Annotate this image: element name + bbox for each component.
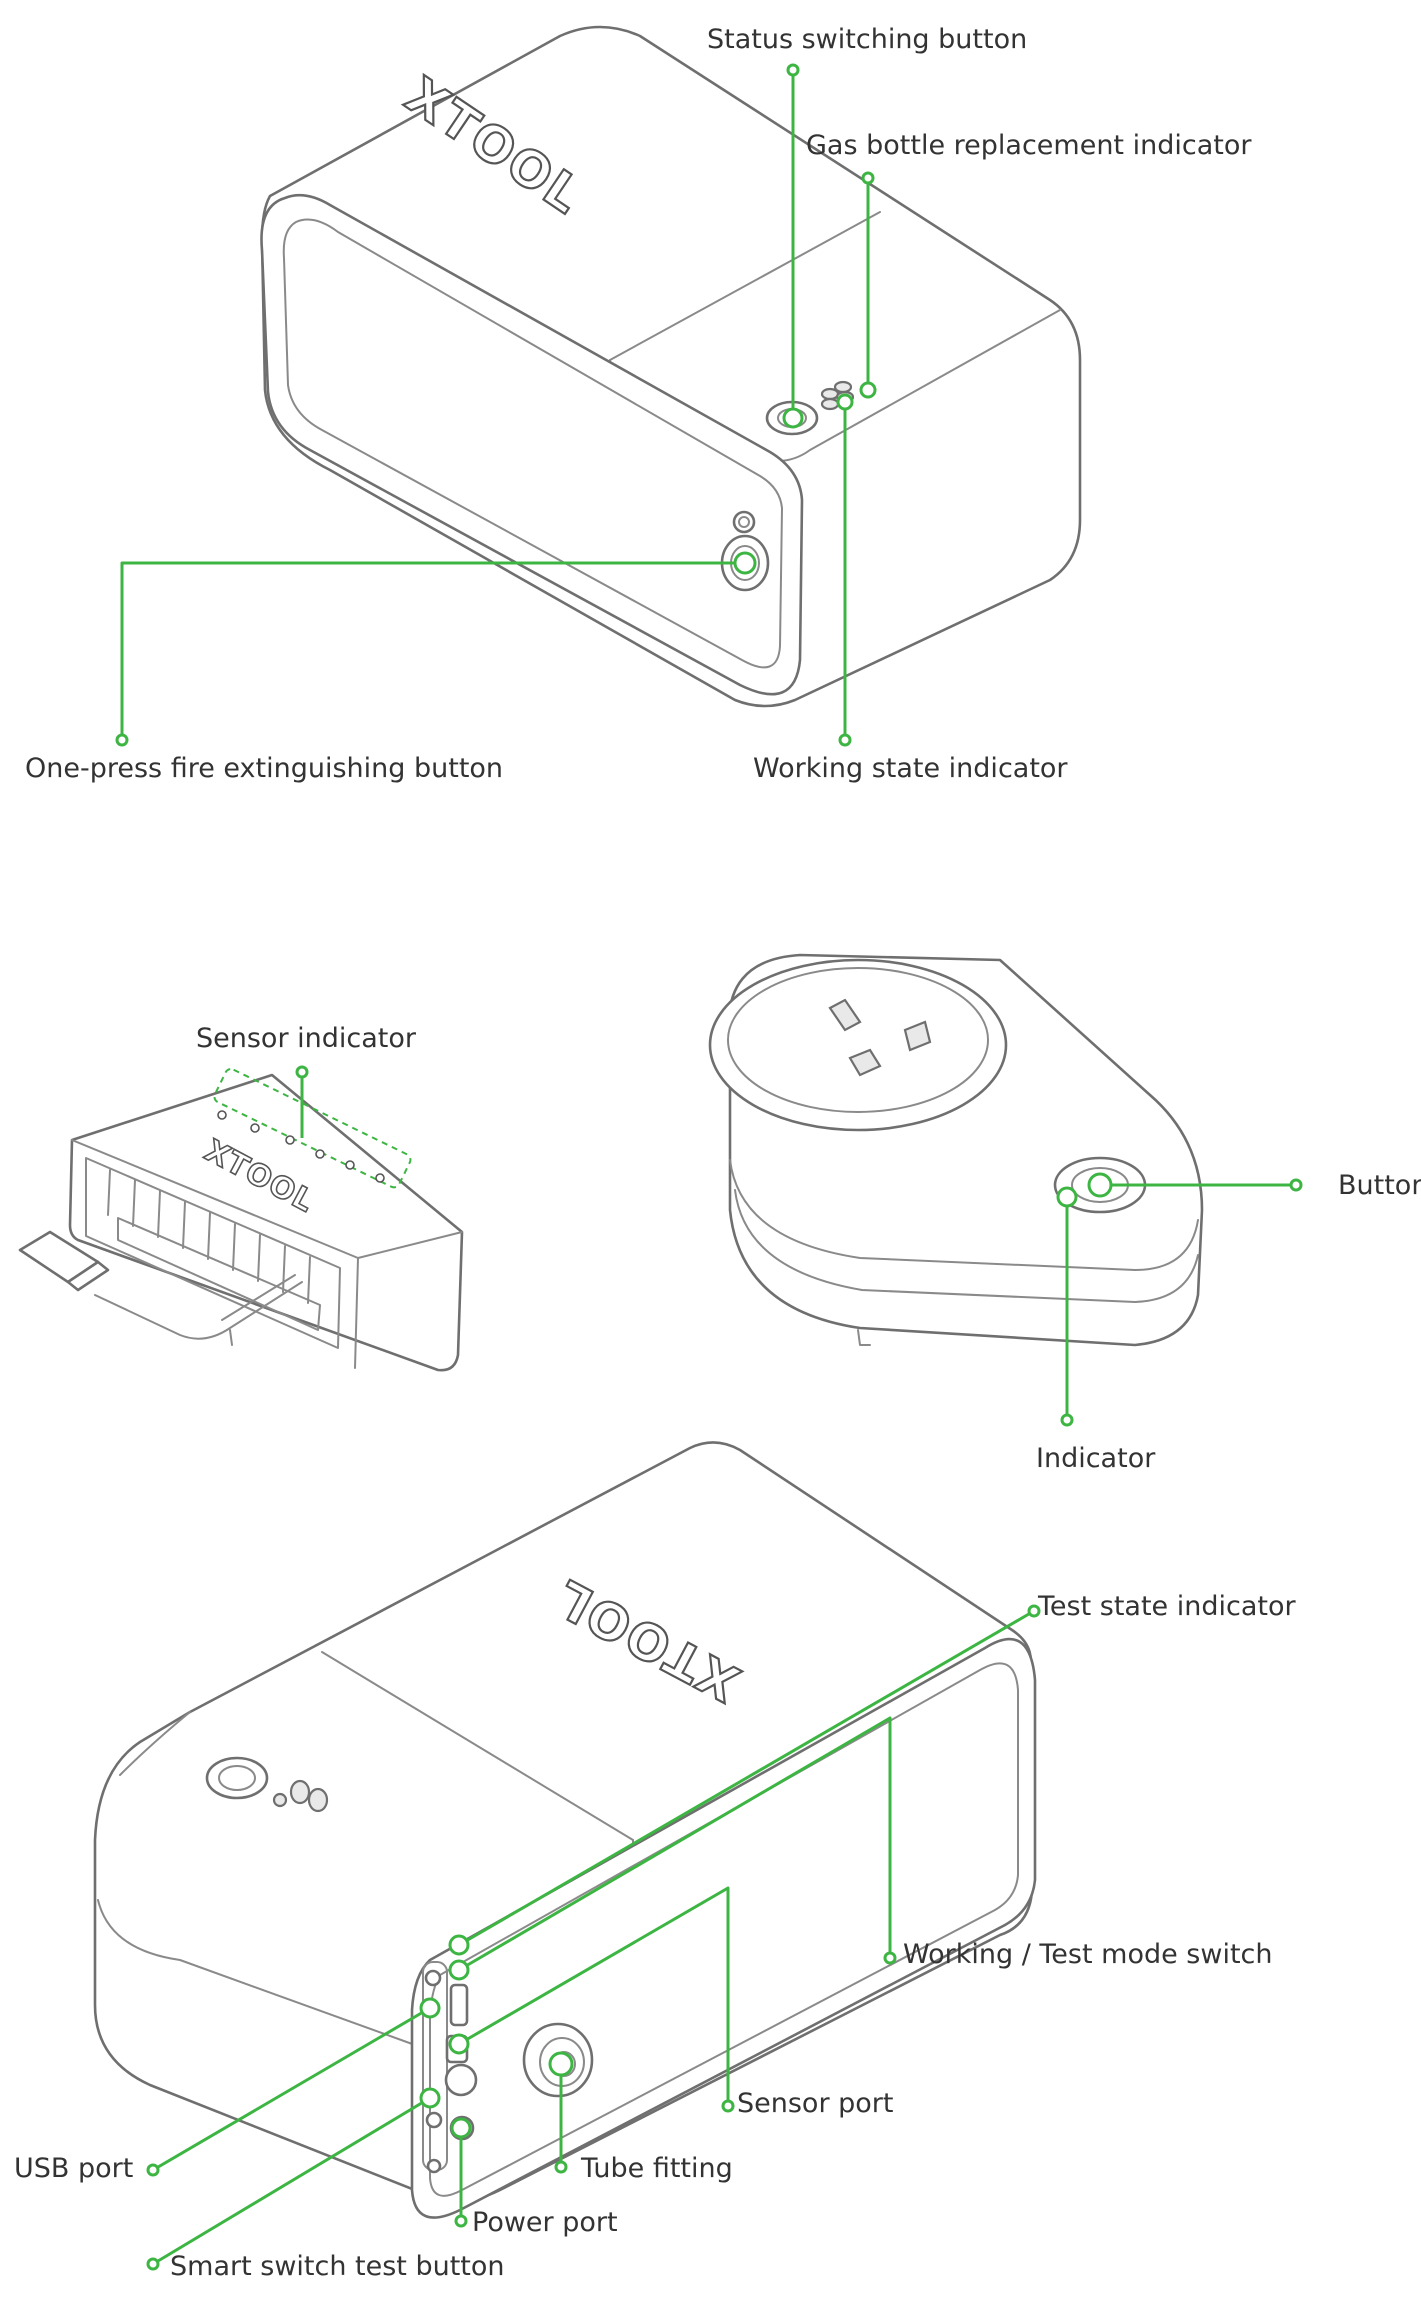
- main-unit-rear-view: XTOOL: [93, 1441, 1037, 2219]
- usb-port-icon: [449, 1983, 469, 2027]
- label-working-test-mode-switch: Working / Test mode switch: [903, 1939, 1272, 1970]
- leader-sensor-indicator: [295, 1065, 309, 1138]
- sensor-led-dots-icon: [217, 1110, 385, 1183]
- leader-fire-extinguishing-button: [115, 551, 757, 747]
- label-tube-fitting: Tube fitting: [580, 2153, 733, 2184]
- leader-sensor-port: [448, 1886, 735, 2113]
- leader-power-port: [450, 2117, 472, 2228]
- leader-button: [1087, 1172, 1303, 1198]
- label-working-state-indicator: Working state indicator: [753, 753, 1068, 784]
- leader-working-test-mode-switch: [448, 1716, 897, 1981]
- label-usb-port: USB port: [14, 2153, 133, 2184]
- rear-panel-ports: [422, 1961, 478, 2174]
- sensor-cable: [94, 1281, 303, 1340]
- smart-plug-device: [708, 953, 1204, 1347]
- sensor-device: XTOOL: [18, 1068, 464, 1372]
- label-test-state-indicator: Test state indicator: [1037, 1591, 1296, 1622]
- label-button: Button: [1338, 1170, 1421, 1201]
- leader-working-state-indicator: [836, 393, 854, 747]
- leader-smart-switch-test-button: [146, 2087, 441, 2271]
- label-sensor-port: Sensor port: [737, 2088, 893, 2119]
- usb-plug-icon: [18, 1230, 110, 1292]
- label-status-switching-button: Status switching button: [707, 24, 1027, 55]
- label-smart-switch-test-button: Smart switch test button: [170, 2251, 505, 2282]
- outlet-slots-icon: [828, 998, 932, 1077]
- rear-view-status-button-icon: [205, 1756, 269, 1800]
- sensor-indicator-highlight: [213, 1068, 412, 1189]
- label-power-port: Power port: [472, 2207, 618, 2238]
- leader-usb-port: [146, 1997, 441, 2177]
- power-port-socket-icon: [444, 2063, 478, 2097]
- label-indicator: Indicator: [1036, 1443, 1156, 1474]
- leader-gas-bottle-indicator: [859, 171, 877, 399]
- small-front-button-icon: [732, 510, 756, 534]
- rear-view-leds-icon: [272, 1779, 329, 1813]
- main-unit-front-view: XTOOL: [260, 25, 1082, 708]
- leader-indicator: [1056, 1186, 1078, 1427]
- leader-test-state-indicator: [448, 1604, 1041, 1956]
- label-gas-bottle-replacement-indicator: Gas bottle replacement indicator: [806, 130, 1252, 161]
- label-one-press-fire-extinguishing-button: One-press fire extinguishing button: [25, 753, 503, 784]
- leader-status-switching-button: [782, 63, 804, 429]
- leader-tube-fitting: [548, 2051, 574, 2174]
- label-sensor-indicator: Sensor indicator: [196, 1023, 417, 1054]
